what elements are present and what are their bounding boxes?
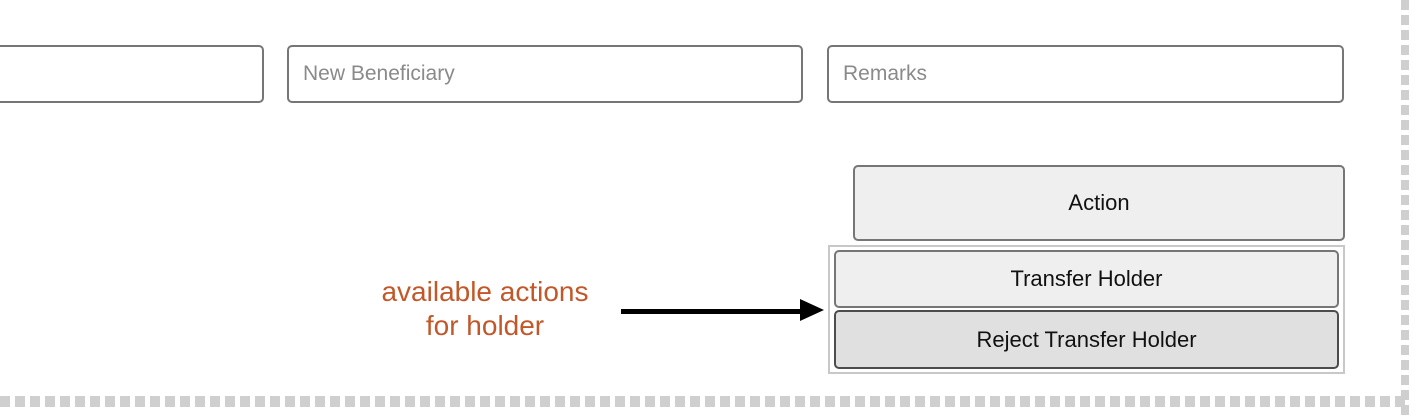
dashed-border-bottom — [0, 396, 1406, 407]
truncated-input[interactable] — [0, 45, 264, 103]
menu-item-reject-transfer-holder[interactable]: Reject Transfer Holder — [834, 310, 1339, 369]
annotation-arrow-line — [621, 309, 803, 314]
annotation-line-2: for holder — [425, 310, 545, 341]
action-button[interactable]: Action — [853, 165, 1345, 241]
menu-item-transfer-holder[interactable]: Transfer Holder — [834, 250, 1339, 308]
new-beneficiary-input[interactable] — [287, 45, 803, 103]
annotation-arrow-head-icon — [800, 299, 824, 321]
dashed-border-right — [1401, 0, 1409, 420]
remarks-input[interactable] — [827, 45, 1344, 103]
annotation-line-1: available actions — [381, 276, 589, 307]
annotation-text: available actions for holder — [340, 275, 630, 343]
